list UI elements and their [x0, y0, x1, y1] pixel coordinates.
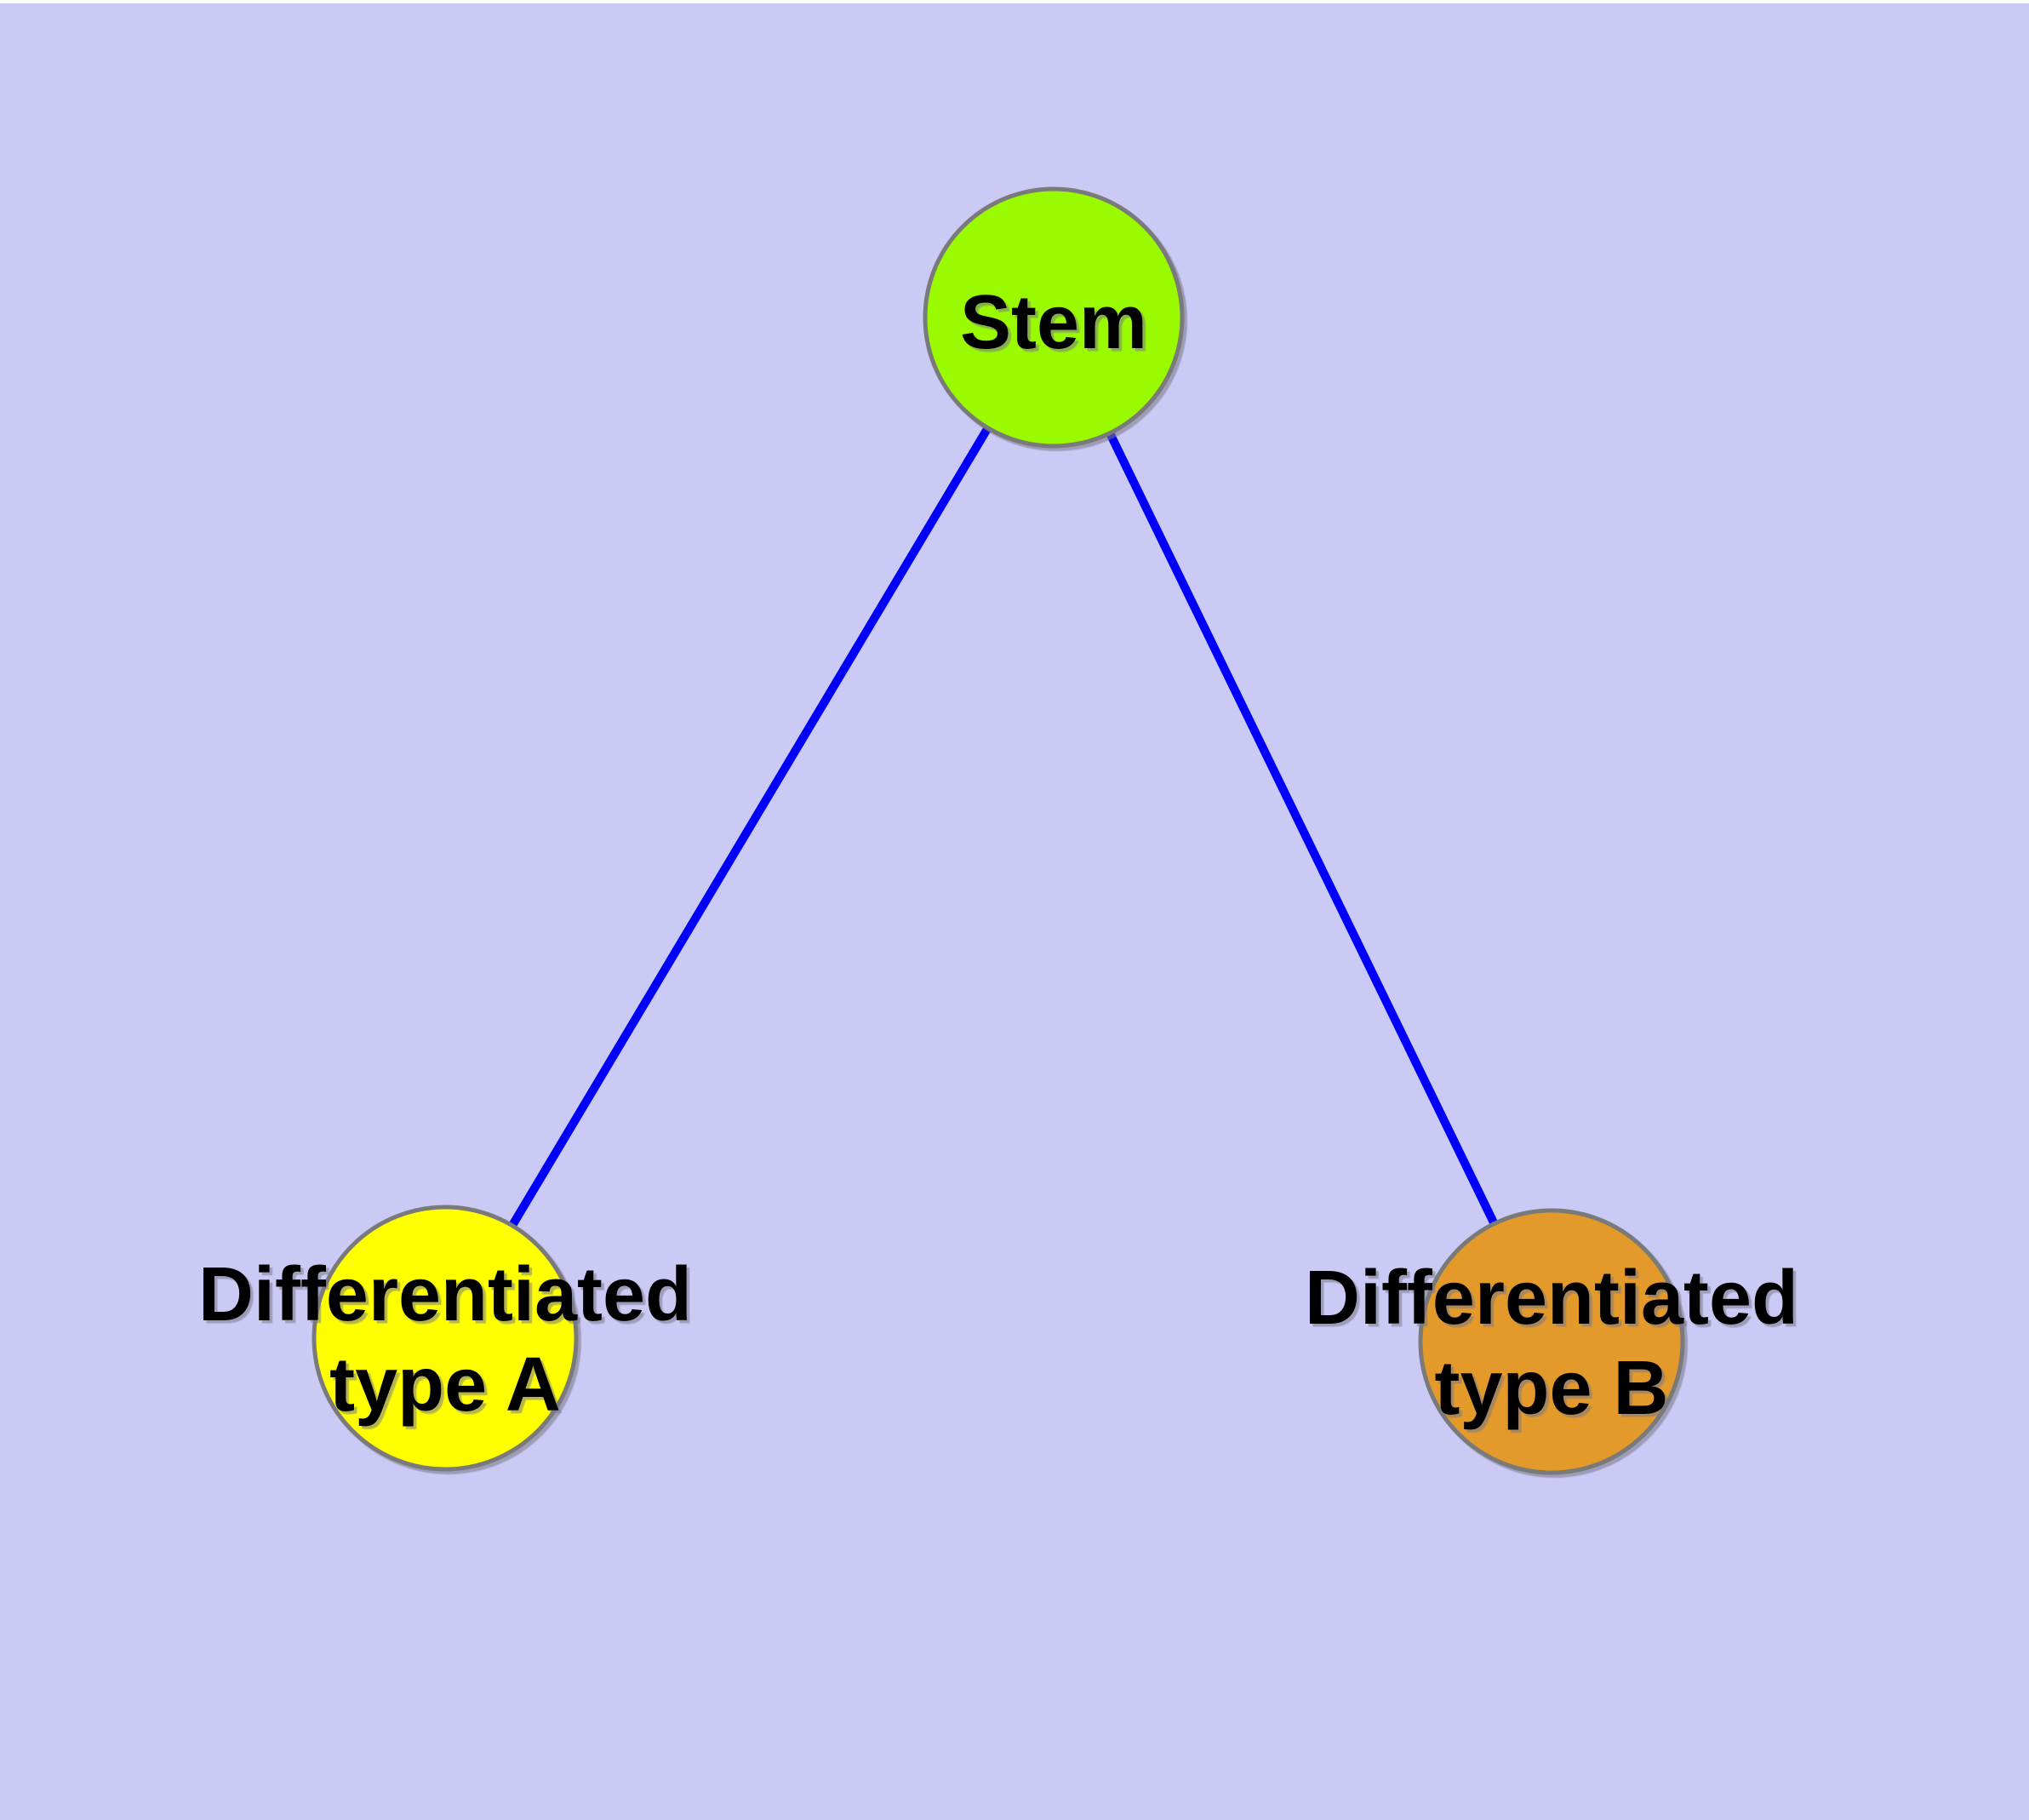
- node-differentiated-type-b: Differentiated type B: [1305, 1208, 1798, 1475]
- type-a-node-circle: [311, 1205, 579, 1472]
- type-a-node-label-line2: type A: [329, 1342, 561, 1428]
- type-b-node-label-line1: Differentiated: [1305, 1256, 1798, 1341]
- type-b-node-circle: [1418, 1208, 1685, 1475]
- node-stem: Stem: [923, 186, 1185, 449]
- type-a-node-label-line1: Differentiated: [198, 1252, 692, 1337]
- stem-node-label: Stem: [960, 280, 1147, 365]
- edge-stem-to-type-a: [441, 315, 1058, 1341]
- edge-stem-to-type-b: [1049, 315, 1556, 1344]
- node-differentiated-type-a: Differentiated type A: [198, 1205, 692, 1472]
- stem-node-circle: [923, 186, 1185, 449]
- type-b-node-label-line2: type B: [1434, 1346, 1668, 1431]
